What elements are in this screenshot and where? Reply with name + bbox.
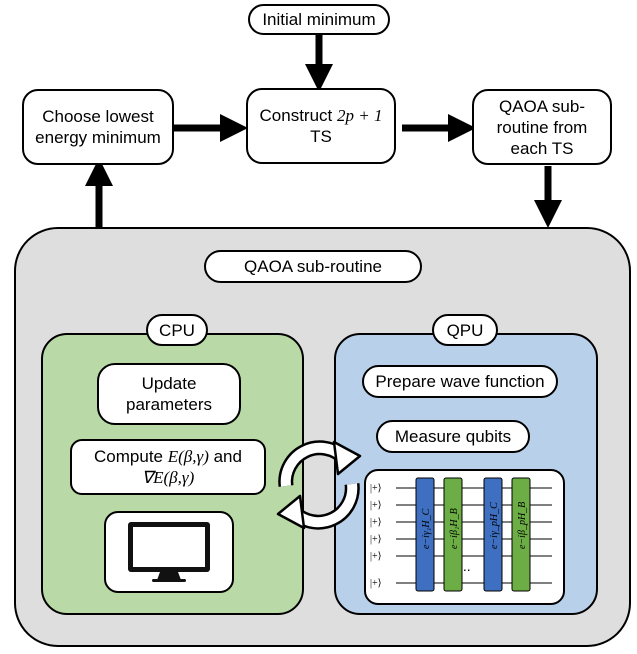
compute-math-gradient: ∇E(β,γ) (141, 468, 195, 487)
svg-text:e−iβ_pH_B: e−iβ_pH_B (517, 502, 528, 549)
compute-math-energy: E(β,γ) (167, 447, 209, 466)
gate-hb-p: e−iβ_pH_B (511, 477, 531, 592)
construct-ts-box: Construct 2p + 1 TS (246, 88, 396, 164)
ket-3: |+⟩ (370, 517, 382, 528)
qpu-label-box: QPU (432, 314, 498, 346)
construct-math: 2p + 1 (337, 106, 383, 125)
subroutine-title: QAOA sub-routine (244, 257, 382, 276)
subroutine-title-box: QAOA sub-routine (204, 250, 422, 283)
ket-6: |+⟩ (370, 578, 382, 589)
measure-qubits-box: Measure qubits (376, 420, 530, 453)
cpu-label-box: CPU (146, 314, 208, 346)
gate-hc-p: e−iγ_pH_C (483, 477, 503, 592)
circuit-box: |+⟩ |+⟩ |+⟩ |+⟩ |+⟩ |+⟩ ... e−iγ₁H_C e−i… (364, 469, 565, 605)
circuit-dots: ... (459, 558, 471, 574)
circuit-diagram: |+⟩ |+⟩ |+⟩ |+⟩ |+⟩ |+⟩ ... e−iγ₁H_C e−i… (370, 477, 552, 592)
construct-prefix: Construct (259, 106, 337, 125)
cycle-arrows-icon (276, 440, 362, 530)
initial-minimum-box: Initial minimum (248, 4, 390, 35)
qaoa-from-ts-box: QAOA sub-routine from each TS (472, 89, 612, 165)
initial-minimum-text: Initial minimum (262, 10, 376, 29)
measure-qubits-text: Measure qubits (394, 427, 512, 446)
ket-5: |+⟩ (370, 551, 382, 562)
ket-labels: |+⟩ |+⟩ |+⟩ |+⟩ |+⟩ |+⟩ (370, 483, 382, 589)
ket-4: |+⟩ (370, 534, 382, 545)
update-parameters-text: Update parameters (126, 374, 212, 414)
svg-text:e−iγ_pH_C: e−iγ_pH_C (489, 502, 500, 549)
qpu-label: QPU (446, 320, 484, 340)
construct-suffix: TS (310, 127, 332, 146)
monitor-icon (128, 522, 210, 582)
qaoa-from-ts-text: QAOA sub-routine from each TS (496, 96, 588, 158)
prepare-wave-text: Prepare wave function (375, 372, 545, 391)
ket-2: |+⟩ (370, 500, 382, 511)
choose-lowest-box: Choose lowest energy minimum (22, 89, 174, 165)
ket-1: |+⟩ (370, 483, 382, 494)
cpu-label: CPU (159, 320, 195, 340)
compute-energy-box: Compute E(β,γ) and ∇E(β,γ) (70, 439, 266, 495)
compute-and: and (208, 447, 242, 466)
gate-hb-1: e−iβ₁H_B (443, 477, 463, 592)
update-parameters-box: Update parameters (97, 363, 241, 425)
construct-line: Construct 2p + 1 (260, 105, 383, 126)
prepare-wave-box: Prepare wave function (362, 365, 558, 398)
choose-lowest-text: Choose lowest energy minimum (35, 107, 161, 147)
compute-line1: Compute E(β,γ) and (94, 446, 242, 467)
svg-text:e−iγ₁H_C: e−iγ₁H_C (421, 508, 432, 549)
gate-hc-1: e−iγ₁H_C (415, 477, 435, 592)
svg-text:e−iβ₁H_B: e−iβ₁H_B (449, 508, 460, 549)
monitor-box (104, 511, 234, 593)
compute-prefix: Compute (94, 447, 168, 466)
